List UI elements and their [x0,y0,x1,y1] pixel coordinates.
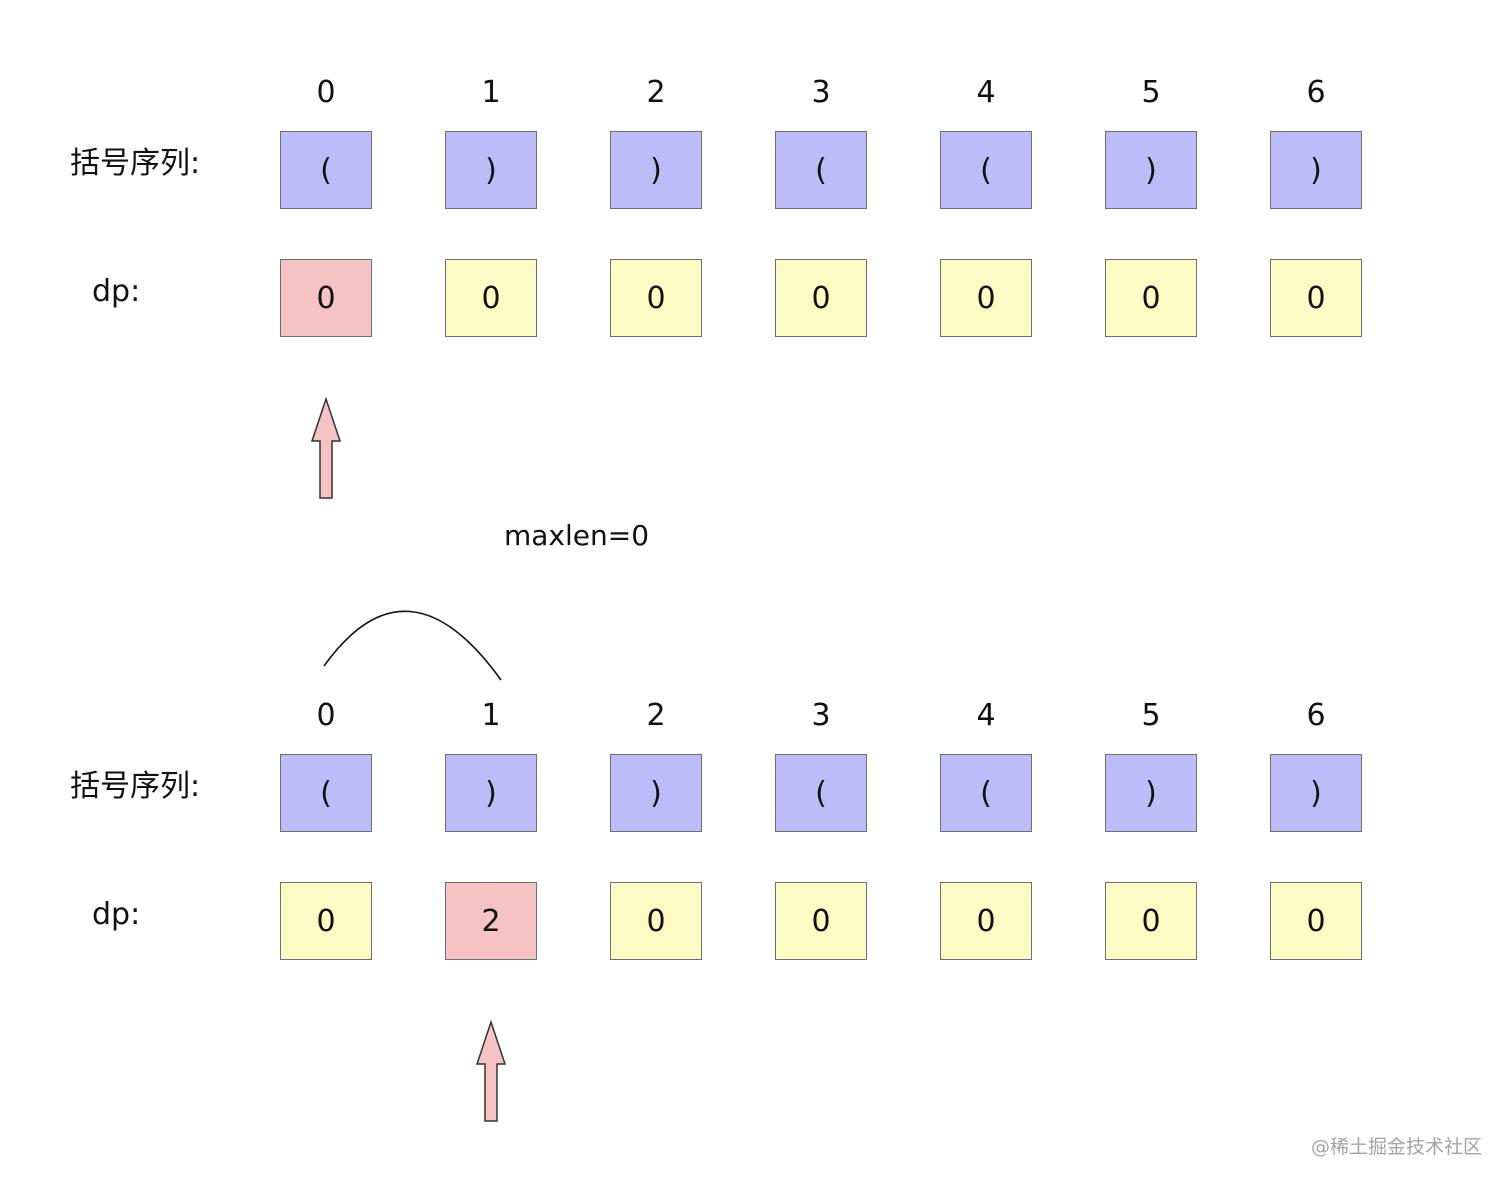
paren-cell: ( [940,131,1032,209]
index-label: 5 [1141,698,1161,733]
dp-cell: 0 [1270,259,1362,337]
paren-cell: ) [1105,754,1197,832]
dp-cell: 0 [1270,882,1362,960]
index-label: 3 [811,75,831,110]
index-label: 3 [811,698,831,733]
sequence-row-label: 括号序列: [70,146,201,181]
current-pointer-arrow [310,397,342,499]
sequence-row-label: 括号序列: [70,769,201,804]
dp-row-label: dp: [92,274,141,309]
index-label: 5 [1141,75,1161,110]
dp-cell: 0 [610,259,702,337]
arrow-shape [475,1020,507,1122]
dp-cell: 0 [1105,882,1197,960]
index-label: 0 [316,698,336,733]
matched-pair-arc [323,610,502,681]
arc-path [323,610,502,681]
dp-cell-current: 2 [445,882,537,960]
paren-cell: ) [1270,754,1362,832]
dp-cell: 0 [280,882,372,960]
paren-cell: ( [775,754,867,832]
dp-cell: 0 [775,259,867,337]
watermark: @稀土掘金技术社区 [1310,1136,1482,1158]
paren-cell: ( [280,131,372,209]
index-label: 4 [976,75,996,110]
index-label: 6 [1306,75,1326,110]
paren-cell: ) [610,131,702,209]
dp-cell: 0 [610,882,702,960]
paren-cell: ( [280,754,372,832]
index-label: 2 [646,698,666,733]
dp-cell-current: 0 [280,259,372,337]
paren-cell: ( [940,754,1032,832]
dp-cell: 0 [1105,259,1197,337]
index-label: 1 [481,75,501,110]
dp-cell: 0 [940,882,1032,960]
dp-row-label: dp: [92,897,141,932]
paren-cell: ) [1270,131,1362,209]
index-label: 4 [976,698,996,733]
paren-cell: ) [445,131,537,209]
dp-cell: 0 [940,259,1032,337]
index-label: 2 [646,75,666,110]
current-pointer-arrow [475,1020,507,1122]
arrow-shape [310,397,342,499]
paren-cell: ) [445,754,537,832]
index-label: 6 [1306,698,1326,733]
index-label: 1 [481,698,501,733]
paren-cell: ( [775,131,867,209]
paren-cell: ) [610,754,702,832]
dp-cell: 0 [445,259,537,337]
index-label: 0 [316,75,336,110]
paren-cell: ) [1105,131,1197,209]
maxlen-label: maxlen=0 [504,519,650,552]
dp-cell: 0 [775,882,867,960]
